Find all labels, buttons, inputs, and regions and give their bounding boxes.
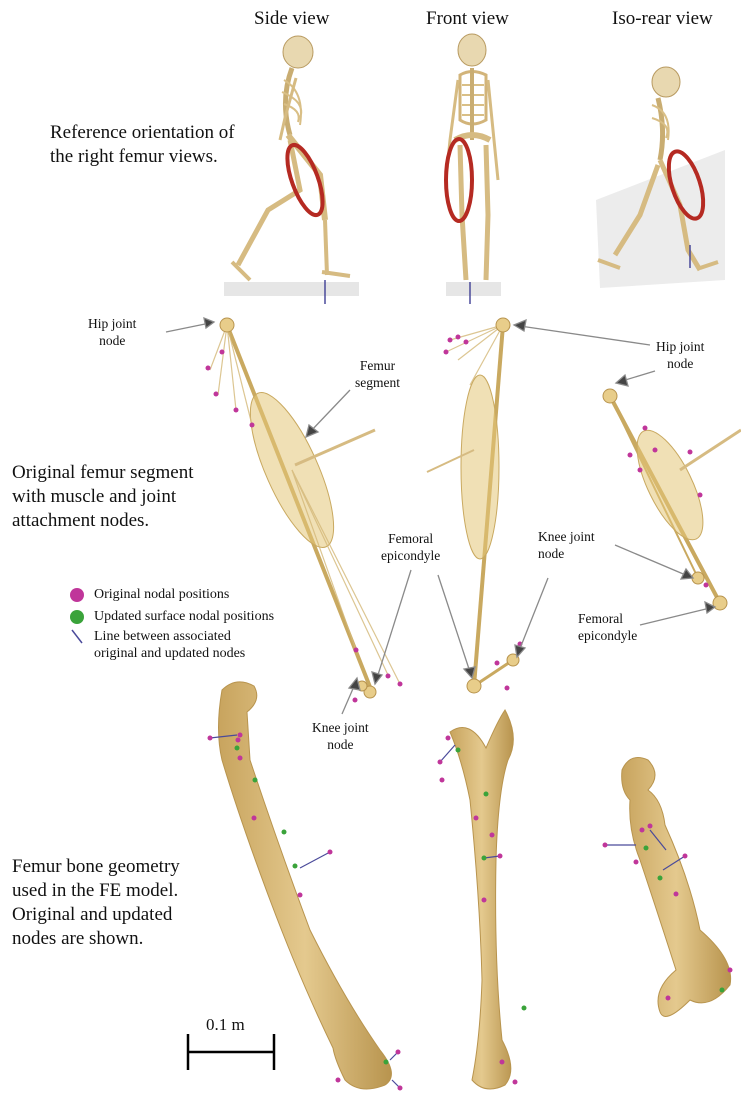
skeleton-front-view [446,34,501,304]
femur-segment-iso [603,389,741,610]
scale-bar [188,1034,274,1070]
legend-item-updated: Updated surface nodal positions [70,606,274,628]
label-knee-joint-node-side: Knee joint node [312,719,369,753]
label-femoral-epicondyle-mid: Femoral epicondyle [381,530,440,564]
legend-item-original: Original nodal positions [70,584,274,606]
skeleton-side-view [224,36,359,304]
label-hip-joint-node-side: Hip joint node [88,315,136,349]
column-header-side: Side view [254,8,329,30]
femur-segment-front [427,318,523,693]
label-femoral-epicondyle-iso: Femoral epicondyle [578,610,637,644]
column-header-front: Front view [426,8,509,30]
label-knee-joint-node-iso: Knee joint node [538,528,595,562]
scale-bar-label: 0.1 m [206,1015,245,1035]
legend-item-line: Line between associated original and upd… [70,628,274,662]
label-hip-joint-node-iso: Hip joint node [656,338,704,372]
legend: Original nodal positions Updated surface… [70,584,274,662]
femur-bone-front [438,710,527,1089]
link-line-swatch [70,628,84,644]
femur-bone-iso [603,758,733,1017]
row-label-segment: Original femur segment with muscle and j… [12,461,194,533]
updated-node-swatch [70,610,84,624]
original-node-swatch [70,588,84,602]
column-header-iso: Iso-rear view [612,8,713,30]
row-label-reference: Reference orientation of the right femur… [50,121,235,169]
row-label-geometry: Femur bone geometry used in the FE model… [12,855,180,951]
label-femur-segment: Femur segment [355,357,400,391]
skeleton-iso-rear-view [596,67,725,288]
